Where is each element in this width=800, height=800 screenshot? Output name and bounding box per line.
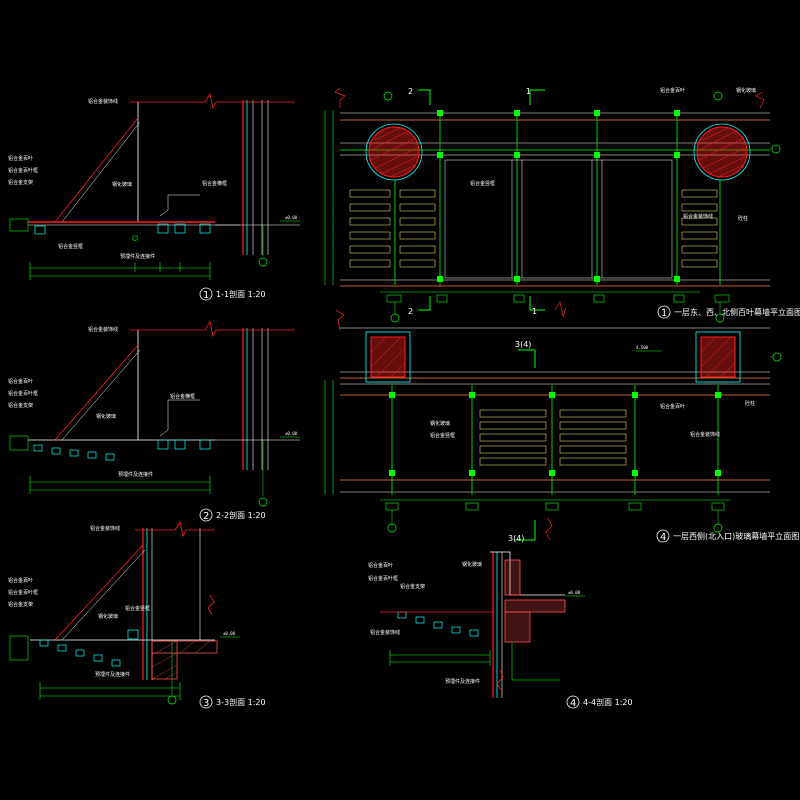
caption-title: 1-1剖面 1:20 [216, 289, 266, 299]
elevation-1: 2 1 2 1 铝合金百叶 钢化玻璃 铝合金竖框 铝合金装饰线 砼柱 1 一层东… [324, 87, 800, 323]
note: 铝合金支架 [8, 601, 33, 608]
elevation-4: 3(4) 3(4) 4.500 钢化玻璃 铝合金竖框 铝合金百叶 铝合金装饰线 … [324, 309, 800, 543]
caption-number: 3 [203, 698, 209, 709]
note: 铝合金竖框 [58, 243, 83, 250]
note: 铝合金竖框 [470, 180, 495, 187]
grid-mark: 3(4) [508, 534, 524, 543]
mullions [391, 385, 719, 495]
note: 铝合金竖框 [125, 605, 150, 612]
column-right [693, 123, 751, 181]
note: 铝合金百叶框 [8, 589, 38, 596]
note: 铝合金装饰线 [90, 525, 120, 532]
note: 铝合金百叶 [368, 562, 393, 569]
level-label: ±0.00 [568, 590, 581, 595]
note: 铝合金横框 [202, 180, 227, 187]
section-1-1: ±0.00 铝合金装饰线 铝合金百叶 铝合金百叶框 铝合金支架 钢化玻璃 铝合金… [8, 92, 300, 301]
note: 铝合金装饰线 [370, 629, 400, 636]
connection-nodes [389, 392, 721, 476]
louver-slats [479, 409, 627, 466]
grid-mark: 2 [408, 87, 413, 96]
note: 铝合金支架 [400, 583, 425, 590]
note: 铝合金百叶框 [368, 575, 398, 582]
level-label: 4.500 [636, 345, 649, 350]
column-right-square [695, 331, 741, 383]
connection-nodes [437, 110, 680, 282]
caption-number: 2 [203, 511, 209, 522]
caption-title: 2-2剖面 1:20 [216, 510, 266, 520]
caption-number: 1 [203, 290, 209, 301]
note: 铝合金装饰线 [88, 326, 118, 333]
note: 砼柱 [738, 215, 748, 222]
caption-title: 一层西侧(北入口)玻璃幕墙平立面图 1:50 [673, 531, 800, 541]
grid-mark: 1 [532, 307, 537, 316]
note: 铝合金百叶 [8, 577, 33, 584]
note: 铝合金装饰线 [88, 98, 118, 105]
louver-slats [349, 189, 718, 268]
grid-mark: 2 [408, 307, 413, 316]
note: 铝合金百叶 [660, 87, 685, 94]
section-4-4: ±0.00 铝合金百叶 铝合金百叶框 铝合金支架 钢化玻璃 铝合金装饰线 预埋件… [368, 551, 633, 709]
note: 钢化玻璃 [736, 87, 756, 94]
level-label: ±0.00 [285, 215, 298, 220]
note: 钢化玻璃 [96, 413, 116, 420]
note: 铝合金支架 [8, 179, 33, 186]
note: 铝合金百叶 [8, 378, 33, 385]
caption-title: 3-3剖面 1:20 [216, 697, 266, 707]
note: 预埋件及连接件 [445, 678, 480, 685]
caption-number: 4 [570, 698, 576, 709]
grid-mark: 3(4) [515, 340, 531, 349]
note: 铝合金百叶框 [8, 390, 38, 397]
level-label: ±0.00 [223, 631, 236, 636]
section-2-2: ±0.00 铝合金装饰线 铝合金百叶 铝合金百叶框 铝合金支架 钢化玻璃 铝合金… [8, 320, 300, 522]
note: 预埋件及连接件 [118, 471, 153, 478]
note: 铝合金横框 [170, 393, 195, 400]
louver-blades [397, 611, 479, 637]
note: 钢化玻璃 [98, 613, 118, 620]
grid-mark: 1 [526, 87, 531, 96]
note: 钢化玻璃 [462, 561, 482, 568]
caption-title: 4-4剖面 1:20 [583, 697, 633, 707]
column-left [365, 123, 423, 181]
column-left-square [365, 331, 411, 383]
note: 铝合金百叶 [660, 403, 685, 410]
note: 铝合金装饰线 [690, 431, 720, 438]
note: 铝合金百叶框 [8, 167, 38, 174]
slab-hatch [151, 640, 211, 680]
caption-number: 1 [661, 308, 667, 319]
note: 预埋件及连接件 [120, 253, 155, 260]
note: 铝合金竖框 [430, 432, 455, 439]
level-label: ±0.00 [285, 431, 298, 436]
caption-title: 一层东、西、北侧百叶幕墙平立面图 1:50 [674, 307, 800, 317]
note: 铝合金装饰线 [683, 213, 713, 220]
note: 铝合金支架 [8, 402, 33, 409]
note: 砼柱 [745, 400, 755, 407]
note: 钢化玻璃 [112, 181, 132, 188]
louver-blades [39, 639, 121, 667]
mullions [439, 110, 678, 285]
caption-number: 4 [660, 532, 666, 543]
section-3-3: ±0.00 铝合金装饰线 铝合金百叶 铝合金百叶框 铝合金支架 钢化玻璃 铝合金… [8, 520, 266, 709]
note: 铝合金百叶 [8, 155, 33, 162]
note: 钢化玻璃 [430, 420, 450, 427]
note: 预埋件及连接件 [95, 671, 130, 678]
louver-blades [33, 444, 115, 461]
